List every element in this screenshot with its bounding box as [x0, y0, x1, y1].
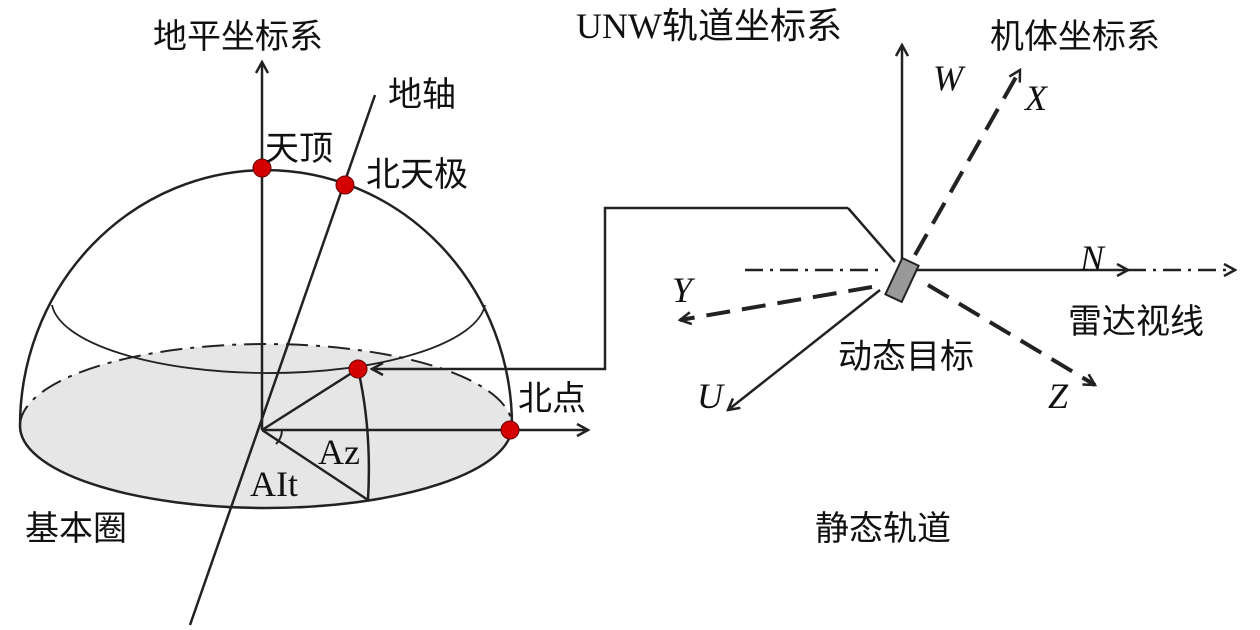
radar-los-label: 雷达视线 [1068, 302, 1204, 342]
z-label: Z [1048, 376, 1069, 416]
base-circle-back [19, 343, 513, 427]
horizon-system-label: 地平坐标系 [153, 17, 323, 57]
earth-axis-label: 地轴 [388, 75, 456, 115]
target-point [348, 359, 368, 379]
z-axis [926, 283, 1095, 387]
x-label: X [1025, 78, 1047, 118]
zenith-label: 天顶 [265, 129, 333, 169]
north-point-label: 北点 [518, 379, 586, 419]
angle-arc [275, 429, 283, 445]
unw-system-label: UNW轨道坐标系 [576, 8, 842, 44]
base-circle-front [18, 425, 514, 510]
altitude-label: AIt [250, 464, 298, 504]
azimuth-label: Az [318, 432, 360, 472]
pole-label: 北天极 [366, 155, 468, 195]
u-axis [728, 289, 881, 410]
north-point-dot [500, 420, 520, 440]
u-label: U [697, 376, 723, 416]
connector-line [372, 206, 848, 369]
pole-point [335, 175, 355, 195]
w-label: W [933, 58, 963, 98]
n-label: N [1080, 238, 1105, 278]
static-orbit-label: 静态轨道 [815, 509, 951, 549]
x-axis [913, 70, 1022, 256]
latitude-circle [51, 304, 486, 374]
target-icon [884, 256, 920, 304]
y-label: Y [672, 270, 693, 310]
zenith-point [252, 158, 272, 178]
dynamic-target-label: 动态目标 [838, 337, 974, 377]
y-axis [680, 285, 873, 320]
unw-system-text: UNW轨道坐标系 [576, 6, 842, 46]
fundamental-circle-label: 基本圈 [25, 509, 127, 549]
body-system-label: 机体坐标系 [990, 17, 1160, 57]
